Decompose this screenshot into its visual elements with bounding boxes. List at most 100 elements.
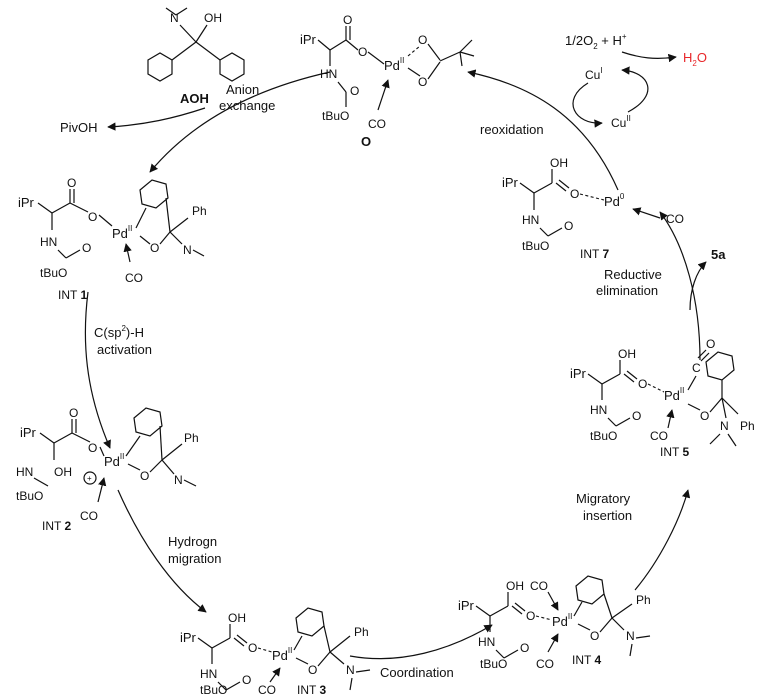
svg-text:OH: OH bbox=[228, 611, 246, 625]
svg-text:iPr: iPr bbox=[18, 195, 35, 210]
svg-text:OH: OH bbox=[550, 156, 568, 170]
int5-label: INT 5 bbox=[660, 445, 689, 459]
compound-aoh: N OH AOH bbox=[147, 7, 245, 106]
svg-text:N: N bbox=[720, 419, 729, 433]
svg-text:OH: OH bbox=[54, 465, 72, 479]
svg-text:O: O bbox=[706, 337, 715, 351]
int4-phenyl bbox=[575, 575, 605, 605]
cu-ii-label: CuII bbox=[611, 114, 631, 130]
arrow-product-out bbox=[689, 261, 707, 311]
compound-int2: iPr O O PdII + HN OH tBuO CO O Ph N INT … bbox=[16, 406, 199, 533]
svg-text:tBuO: tBuO bbox=[200, 683, 227, 696]
aoh-phenyl-left bbox=[147, 52, 173, 82]
svg-text:HN: HN bbox=[16, 465, 33, 479]
svg-text:N: N bbox=[183, 243, 192, 257]
arrow-cu-reduce bbox=[572, 82, 603, 128]
aoh-phenyl-right bbox=[219, 52, 245, 82]
arrow-ch-activation bbox=[84, 291, 111, 449]
svg-text:O: O bbox=[590, 629, 599, 643]
svg-text:CO: CO bbox=[80, 509, 98, 523]
svg-text:O: O bbox=[69, 406, 78, 420]
svg-text:OH: OH bbox=[506, 579, 524, 593]
pivoh-label: PivOH bbox=[60, 120, 98, 135]
svg-text:O: O bbox=[358, 45, 367, 59]
int5-phenyl bbox=[705, 351, 735, 381]
compound-o: iPr O O PdII O O HN O tBuO CO O bbox=[300, 13, 475, 149]
svg-text:CO: CO bbox=[666, 212, 684, 226]
arrow-water-out bbox=[621, 51, 677, 63]
anion-exchange-label-2: exchange bbox=[219, 98, 275, 113]
int1-phenyl bbox=[139, 179, 169, 209]
coordination-label: Coordination bbox=[380, 665, 454, 680]
int2-label: INT 2 bbox=[42, 519, 71, 533]
water-label: H2O bbox=[683, 50, 707, 68]
svg-text:HN: HN bbox=[320, 67, 337, 81]
svg-text:Ph: Ph bbox=[192, 204, 207, 218]
svg-text:tBuO: tBuO bbox=[522, 239, 549, 253]
svg-text:HN: HN bbox=[590, 403, 607, 417]
svg-text:PdII: PdII bbox=[272, 646, 292, 663]
svg-text:tBuO: tBuO bbox=[480, 657, 507, 671]
arrow-co-in-int7 bbox=[632, 207, 661, 219]
svg-text:HN: HN bbox=[40, 235, 57, 249]
arrow-reoxidation bbox=[467, 69, 619, 191]
svg-text:O: O bbox=[520, 641, 529, 655]
cycle-arrows bbox=[84, 69, 707, 660]
svg-text:iPr: iPr bbox=[20, 425, 37, 440]
svg-text:CO: CO bbox=[530, 579, 548, 593]
svg-text:CO: CO bbox=[368, 117, 386, 131]
svg-text:CO: CO bbox=[125, 271, 143, 285]
svg-text:tBuO: tBuO bbox=[590, 429, 617, 443]
svg-text:C: C bbox=[692, 361, 701, 375]
compound-int4: iPr OH O PdII HN O tBuO CO CO O Ph N INT… bbox=[458, 575, 651, 671]
aoh-oh: OH bbox=[204, 11, 222, 25]
hydrogen-migration-label-1: Hydrogn bbox=[168, 534, 217, 549]
ch-activation-label-2: activation bbox=[97, 342, 152, 357]
compound-int7: iPr OH O Pd0 HN O tBuO CO INT 7 bbox=[502, 156, 684, 261]
aoh-n-atom: N bbox=[170, 11, 179, 25]
o-label: O bbox=[361, 134, 371, 149]
svg-text:tBuO: tBuO bbox=[322, 109, 349, 123]
svg-text:Ph: Ph bbox=[354, 625, 369, 639]
svg-text:iPr: iPr bbox=[502, 175, 519, 190]
int3-label: INT 3 bbox=[297, 683, 326, 696]
svg-text:CO: CO bbox=[650, 429, 668, 443]
svg-text:HN: HN bbox=[478, 635, 495, 649]
svg-text:iPr: iPr bbox=[180, 630, 197, 645]
arrow-coordination bbox=[349, 624, 493, 660]
o-ipr: iPr bbox=[300, 32, 317, 47]
svg-text:+: + bbox=[87, 474, 92, 483]
arrow-cu-oxidize bbox=[621, 66, 649, 113]
reductive-elimination-label-1: Reductive bbox=[604, 267, 662, 282]
svg-text:O: O bbox=[564, 219, 573, 233]
svg-text:Pd0: Pd0 bbox=[604, 192, 625, 209]
svg-text:O: O bbox=[88, 210, 97, 224]
migratory-insertion-label-2: insertion bbox=[583, 508, 632, 523]
o-pd: PdII bbox=[384, 56, 404, 73]
reductive-elimination-label-2: elimination bbox=[596, 283, 658, 298]
svg-text:O: O bbox=[343, 13, 352, 27]
svg-text:PdII: PdII bbox=[104, 452, 124, 469]
svg-text:O: O bbox=[88, 441, 97, 455]
compound-int1: iPr O O PdII HN O tBuO CO O Ph N INT 1 bbox=[18, 176, 207, 302]
svg-text:O: O bbox=[418, 75, 427, 89]
svg-text:O: O bbox=[350, 84, 359, 98]
oxidant-label: 1/2O2 + H+ bbox=[565, 32, 627, 51]
svg-text:PdII: PdII bbox=[552, 612, 572, 629]
aoh-label: AOH bbox=[180, 91, 209, 106]
svg-text:N: N bbox=[346, 663, 355, 677]
svg-text:O: O bbox=[638, 377, 647, 391]
svg-text:CO: CO bbox=[536, 657, 554, 671]
compound-int3: iPr OH O PdII HN O tBuO CO O Ph N INT 3 bbox=[180, 607, 371, 696]
svg-text:N: N bbox=[626, 629, 635, 643]
cu-i-label: CuI bbox=[585, 66, 603, 82]
reoxidation-label: reoxidation bbox=[480, 122, 544, 137]
svg-text:Ph: Ph bbox=[740, 419, 755, 433]
arrow-reductive-elimination bbox=[659, 211, 701, 361]
arrow-pivoh-out bbox=[107, 107, 206, 131]
migratory-insertion-label-1: Migratory bbox=[576, 491, 631, 506]
svg-text:O: O bbox=[418, 33, 427, 47]
svg-text:iPr: iPr bbox=[458, 598, 475, 613]
svg-text:O: O bbox=[248, 641, 257, 655]
hydrogen-migration-label-2: migration bbox=[168, 551, 221, 566]
